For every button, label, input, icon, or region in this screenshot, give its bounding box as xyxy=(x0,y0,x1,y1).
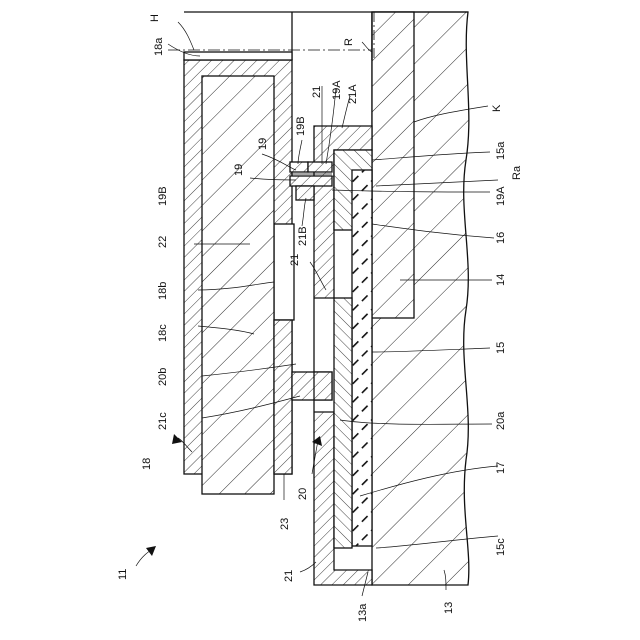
part-18a-top-strip xyxy=(184,52,292,60)
label-Ra: Ra xyxy=(511,165,523,180)
part-18b-cavity xyxy=(274,224,294,320)
part-14-block xyxy=(372,12,414,318)
label-23: 23 xyxy=(279,518,291,530)
label-21-top: 21 xyxy=(311,86,323,98)
label-19A-right: 19A xyxy=(495,186,507,206)
label-21B: 21B xyxy=(297,226,309,246)
label-K: K xyxy=(491,104,503,112)
label-18: 18 xyxy=(141,458,153,470)
label-15: 15 xyxy=(495,342,507,354)
label-20b: 20b xyxy=(157,368,169,386)
label-21-bottom: 21 xyxy=(283,570,295,582)
label-17: 17 xyxy=(495,462,507,474)
label-21A: 21A xyxy=(347,84,359,104)
part-17-region xyxy=(334,298,352,548)
label-20: 20 xyxy=(297,488,309,500)
arrow-18 xyxy=(172,434,182,444)
label-18a: 18a xyxy=(153,37,165,56)
label-21-mid: 21 xyxy=(289,254,301,266)
label-16: 16 xyxy=(495,232,507,244)
label-R: R xyxy=(343,38,355,46)
part-19B-upper-piece xyxy=(290,162,308,172)
label-11: 11 xyxy=(117,569,129,580)
label-19B-upper: 19B xyxy=(295,116,307,136)
label-13: 13 xyxy=(443,602,455,614)
label-15c: 15c xyxy=(495,538,507,556)
label-18c: 18c xyxy=(157,324,169,342)
label-19B-left: 19B xyxy=(157,186,169,206)
part-15-strip xyxy=(352,170,372,546)
label-21c: 21c xyxy=(157,412,169,430)
label-13a: 13a xyxy=(357,603,369,622)
label-22: 22 xyxy=(157,236,169,248)
label-20a: 20a xyxy=(495,411,507,430)
part-19A-upper-piece xyxy=(308,162,332,172)
label-19-left: 19 xyxy=(233,164,245,176)
part-21B-piece xyxy=(296,186,314,200)
label-15a: 15a xyxy=(495,141,507,160)
part-19-lower-piece xyxy=(290,176,332,186)
label-H: H xyxy=(149,14,161,22)
label-18b: 18b xyxy=(157,282,169,300)
arrow-11 xyxy=(146,546,156,556)
label-14: 14 xyxy=(495,274,507,286)
label-19A-upper: 19A xyxy=(331,80,343,100)
label-19-upper: 19 xyxy=(257,138,269,150)
part-23-plate xyxy=(274,320,292,474)
